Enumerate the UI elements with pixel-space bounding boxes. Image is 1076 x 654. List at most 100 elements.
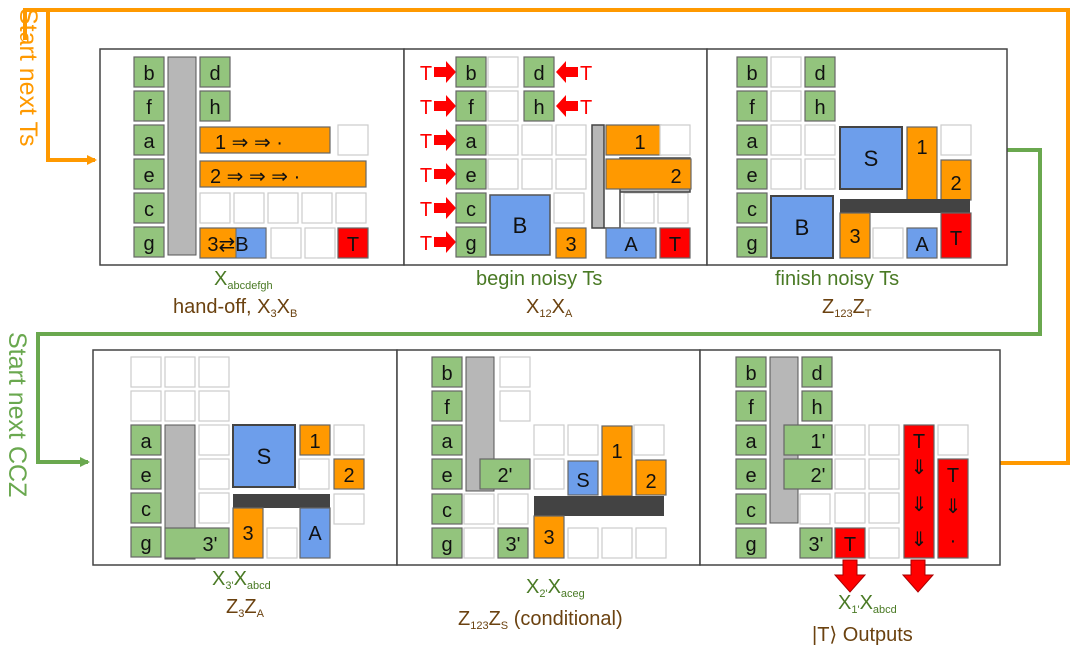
grid-cell (868, 492, 900, 524)
flow-arrow-start-ccz (36, 148, 1042, 467)
ancilla-label: 2 (670, 166, 681, 188)
ancilla-label: 3 (565, 234, 576, 256)
data-qubit-cell (735, 390, 767, 422)
data-qubit-label: g (140, 533, 151, 555)
down-arrow-glyph: ⇓ (911, 529, 928, 551)
ancilla-1 (299, 424, 331, 456)
grid-cell (487, 56, 519, 88)
output-qubit (799, 527, 833, 559)
grid-cell (834, 458, 866, 490)
t-state-cell (337, 227, 369, 259)
ancilla-3 (839, 212, 871, 259)
caption-1-line1: Xabcdefgh (214, 268, 273, 292)
grid-cell (567, 424, 599, 456)
ancilla-label: 3 (543, 527, 554, 549)
grid-cell (940, 124, 972, 156)
down-arrow-glyph: ⇓ (911, 457, 928, 479)
a-label: A (915, 234, 929, 256)
data-qubit-cell (133, 124, 165, 156)
ancilla-label: 2 (950, 173, 961, 195)
ancilla-2 (605, 158, 692, 190)
grid-cell (521, 158, 553, 190)
data-qubit-label: e (143, 165, 154, 187)
ancilla-label: 2 (343, 465, 354, 487)
caption-4-line1: X3'Xabcd (212, 568, 271, 592)
grid-cell (487, 124, 519, 156)
grid-cell (487, 90, 519, 122)
caption-6-line2: |T⟩ Outputs (812, 624, 913, 646)
data-qubit-label: e (465, 165, 476, 187)
grid-cell (555, 158, 587, 190)
data-qubit-cell (130, 458, 162, 490)
output-label: 3' (203, 534, 218, 556)
ancilla-3 (232, 507, 264, 559)
a-cell (906, 227, 938, 259)
output-arrow-1 (833, 559, 867, 593)
t-label: T (913, 431, 925, 453)
data-qubit-cell (130, 492, 162, 524)
t-input-arrow (434, 231, 456, 253)
data-qubit-label: c (747, 199, 757, 221)
ancilla-2 (333, 458, 365, 490)
data-qubit-cell (735, 527, 767, 559)
side-label-start-ts: Start next Ts (14, 8, 42, 147)
grid-cell (623, 192, 655, 224)
flow-arrow-start-ts (23, 8, 1070, 465)
route-label: 1 ⇒ ⇒ · (215, 132, 283, 154)
data-qubit-cell (455, 56, 487, 88)
data-qubit-cell (199, 56, 231, 88)
grid-cell (799, 493, 831, 525)
data-qubit-label: d (814, 63, 825, 85)
grid-cell (499, 390, 531, 422)
s-label: S (576, 470, 589, 492)
caption-2-line2: X12XA (526, 296, 573, 320)
t-input-arrow (434, 197, 456, 219)
ancilla-label: 3 (242, 523, 253, 545)
data-qubit-cell (736, 56, 768, 88)
data-qubit-cell (736, 226, 768, 258)
grid-cell (770, 124, 802, 156)
grid-cell (164, 390, 196, 422)
data-qubit-label: e (140, 465, 151, 487)
grid-cell (463, 493, 495, 525)
caption-5-line1: X2'Xaceg (526, 576, 585, 600)
t-input-label: T (420, 233, 432, 255)
data-qubit-label: c (144, 199, 154, 221)
merge-bar (233, 494, 330, 508)
data-qubit-cell (130, 526, 162, 558)
b-patch (770, 195, 834, 259)
grid-cell (198, 356, 230, 388)
data-qubit-label: h (814, 97, 825, 119)
data-qubit-cell (431, 527, 463, 559)
data-qubit-cell (523, 90, 555, 122)
data-qubit-label: f (749, 97, 755, 119)
data-qubit-cell (455, 90, 487, 122)
grid-cell (937, 424, 969, 456)
data-qubit-label: b (746, 63, 757, 85)
data-qubit-cell (523, 56, 555, 88)
ancilla-3 (533, 515, 565, 559)
ancilla-1 (601, 425, 633, 497)
t-input-label: T (580, 97, 592, 119)
grid-cell (868, 458, 900, 490)
grid-cell (533, 458, 565, 490)
data-qubit-label: f (748, 397, 754, 419)
t-output-column (937, 458, 969, 559)
data-qubit-cell (801, 356, 833, 388)
side-label-start-ccz: Start next CCZ (3, 332, 31, 498)
data-qubit-label: c (466, 199, 476, 221)
t-input-arrow (434, 129, 456, 151)
grid-cell (198, 424, 230, 456)
grid-cell (635, 527, 667, 559)
b-label: B (513, 213, 528, 238)
grid-cell (335, 192, 367, 224)
qubit-bus (167, 56, 197, 256)
s-patch (567, 460, 599, 496)
b-cell (235, 227, 267, 259)
data-qubit-label: e (745, 465, 756, 487)
data-qubit-cell (804, 90, 836, 122)
data-qubit-label: g (143, 233, 154, 255)
grid-cell (868, 424, 900, 456)
data-qubit-label: b (143, 63, 154, 85)
data-qubit-label: a (465, 131, 477, 153)
